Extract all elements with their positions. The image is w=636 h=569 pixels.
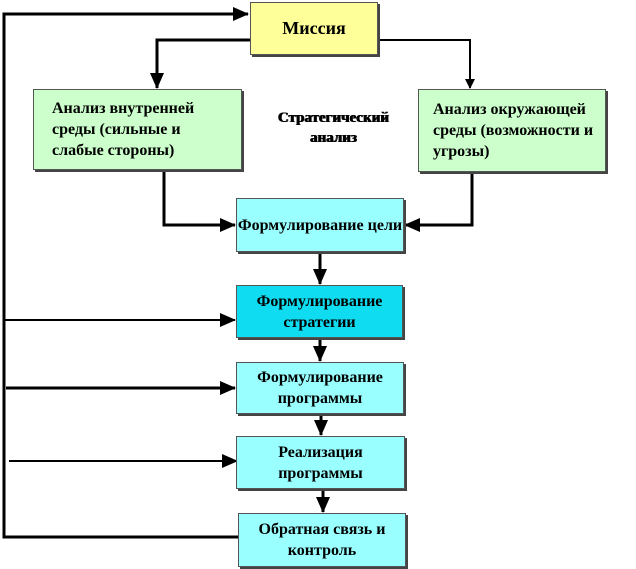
implementation-label: Реализация программы xyxy=(278,443,363,482)
feedback-label: Обратная связь и контроль xyxy=(258,521,394,559)
strategy-box: Формулирование стратегии xyxy=(236,285,403,338)
internal-to-goal-arrow xyxy=(162,170,236,232)
strategy-label: Формулирование стратегии xyxy=(256,292,383,331)
external-analysis-box: Анализ окружающей среды (возможности и у… xyxy=(418,89,606,172)
mission-to-external-arrow xyxy=(378,39,475,89)
feedback-box: Обратная связь и контроль xyxy=(238,513,406,567)
external-analysis-label: Анализ окружающей среды (возможности и у… xyxy=(433,101,594,160)
mission-box: Миссия xyxy=(250,2,378,55)
goal-box: Формулирование цели xyxy=(236,198,404,252)
implementation-box: Реализация программы xyxy=(236,436,405,489)
feedback-loop-line xyxy=(2,7,249,539)
program-box: Формулирование программы xyxy=(236,362,404,414)
mission-to-internal-arrow xyxy=(150,38,250,89)
internal-analysis-label: Анализ внутренней среды (сильные и слабы… xyxy=(52,100,195,159)
internal-analysis-box: Анализ внутренней среды (сильные и слабы… xyxy=(33,89,242,170)
external-to-goal-arrow xyxy=(404,172,474,232)
program-label: Формулирование программы xyxy=(257,369,383,407)
goal-label: Формулирование цели xyxy=(237,216,403,234)
mission-label: Миссия xyxy=(282,18,346,38)
strategic-analysis-caption: Стратегический анализ xyxy=(277,110,389,146)
